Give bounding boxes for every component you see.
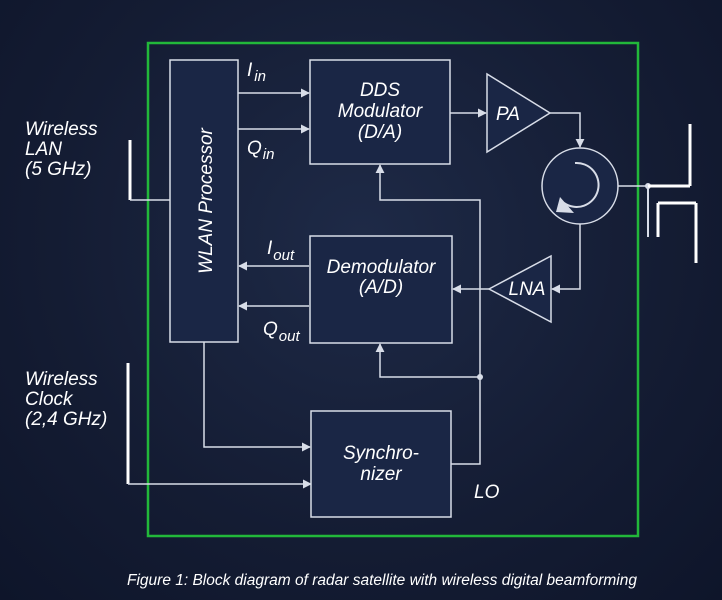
dds-modulator-label-3: (D/A)	[358, 122, 402, 143]
figure-caption: Figure 1: Block diagram of radar satelli…	[127, 572, 637, 589]
wireless-clock-label-1: Wireless	[25, 369, 98, 390]
wlan-processor-label: WLAN Processor	[196, 127, 217, 273]
synchronizer-label-2: nizer	[360, 464, 402, 485]
antenna-icon	[618, 124, 698, 263]
dds-modulator-label-1: DDS	[360, 80, 400, 101]
lo-to-demodulator-arrow	[375, 343, 480, 378]
lna-amplifier	[487, 254, 552, 324]
synchronizer-label-1: Synchro-	[343, 443, 419, 464]
pa-amplifier	[486, 72, 552, 154]
wireless-clock-label-3: (2,4 GHz)	[25, 409, 107, 430]
wireless-lan-label-1: Wireless	[25, 119, 98, 140]
wireless-lan-label-2: LAN	[25, 139, 62, 160]
wireless-lan-label-3: (5 GHz)	[25, 159, 92, 180]
q-in-label: Qin	[247, 138, 274, 163]
dds-modulator-block	[309, 59, 451, 165]
circulator-arrow-head	[556, 197, 574, 213]
demodulator-block	[309, 235, 453, 344]
circulator	[541, 147, 619, 225]
pa-to-circulator-arrow	[550, 112, 585, 148]
demodulator-label-1: Demodulator	[327, 257, 436, 278]
pa-label: PA	[496, 104, 520, 125]
lna-label: LNA	[509, 279, 546, 300]
wlan-to-synchronizer-arrow	[203, 342, 311, 452]
lo-wire	[375, 164, 481, 465]
i-out-label: Iout	[267, 238, 295, 264]
wlan-processor-block	[169, 59, 239, 343]
demodulator-label-2: (A/D)	[359, 277, 403, 298]
system-border	[146, 41, 640, 538]
circulator-to-lna-arrow	[551, 224, 581, 294]
wireless-clock-label-2: Clock	[25, 389, 74, 410]
circulator-arrow	[563, 161, 600, 208]
lo-label: LO	[474, 482, 500, 503]
lo-junction-dot	[477, 374, 483, 380]
q-out-label: Qout	[263, 319, 300, 345]
dds-modulator-label-2: Modulator	[338, 101, 423, 122]
